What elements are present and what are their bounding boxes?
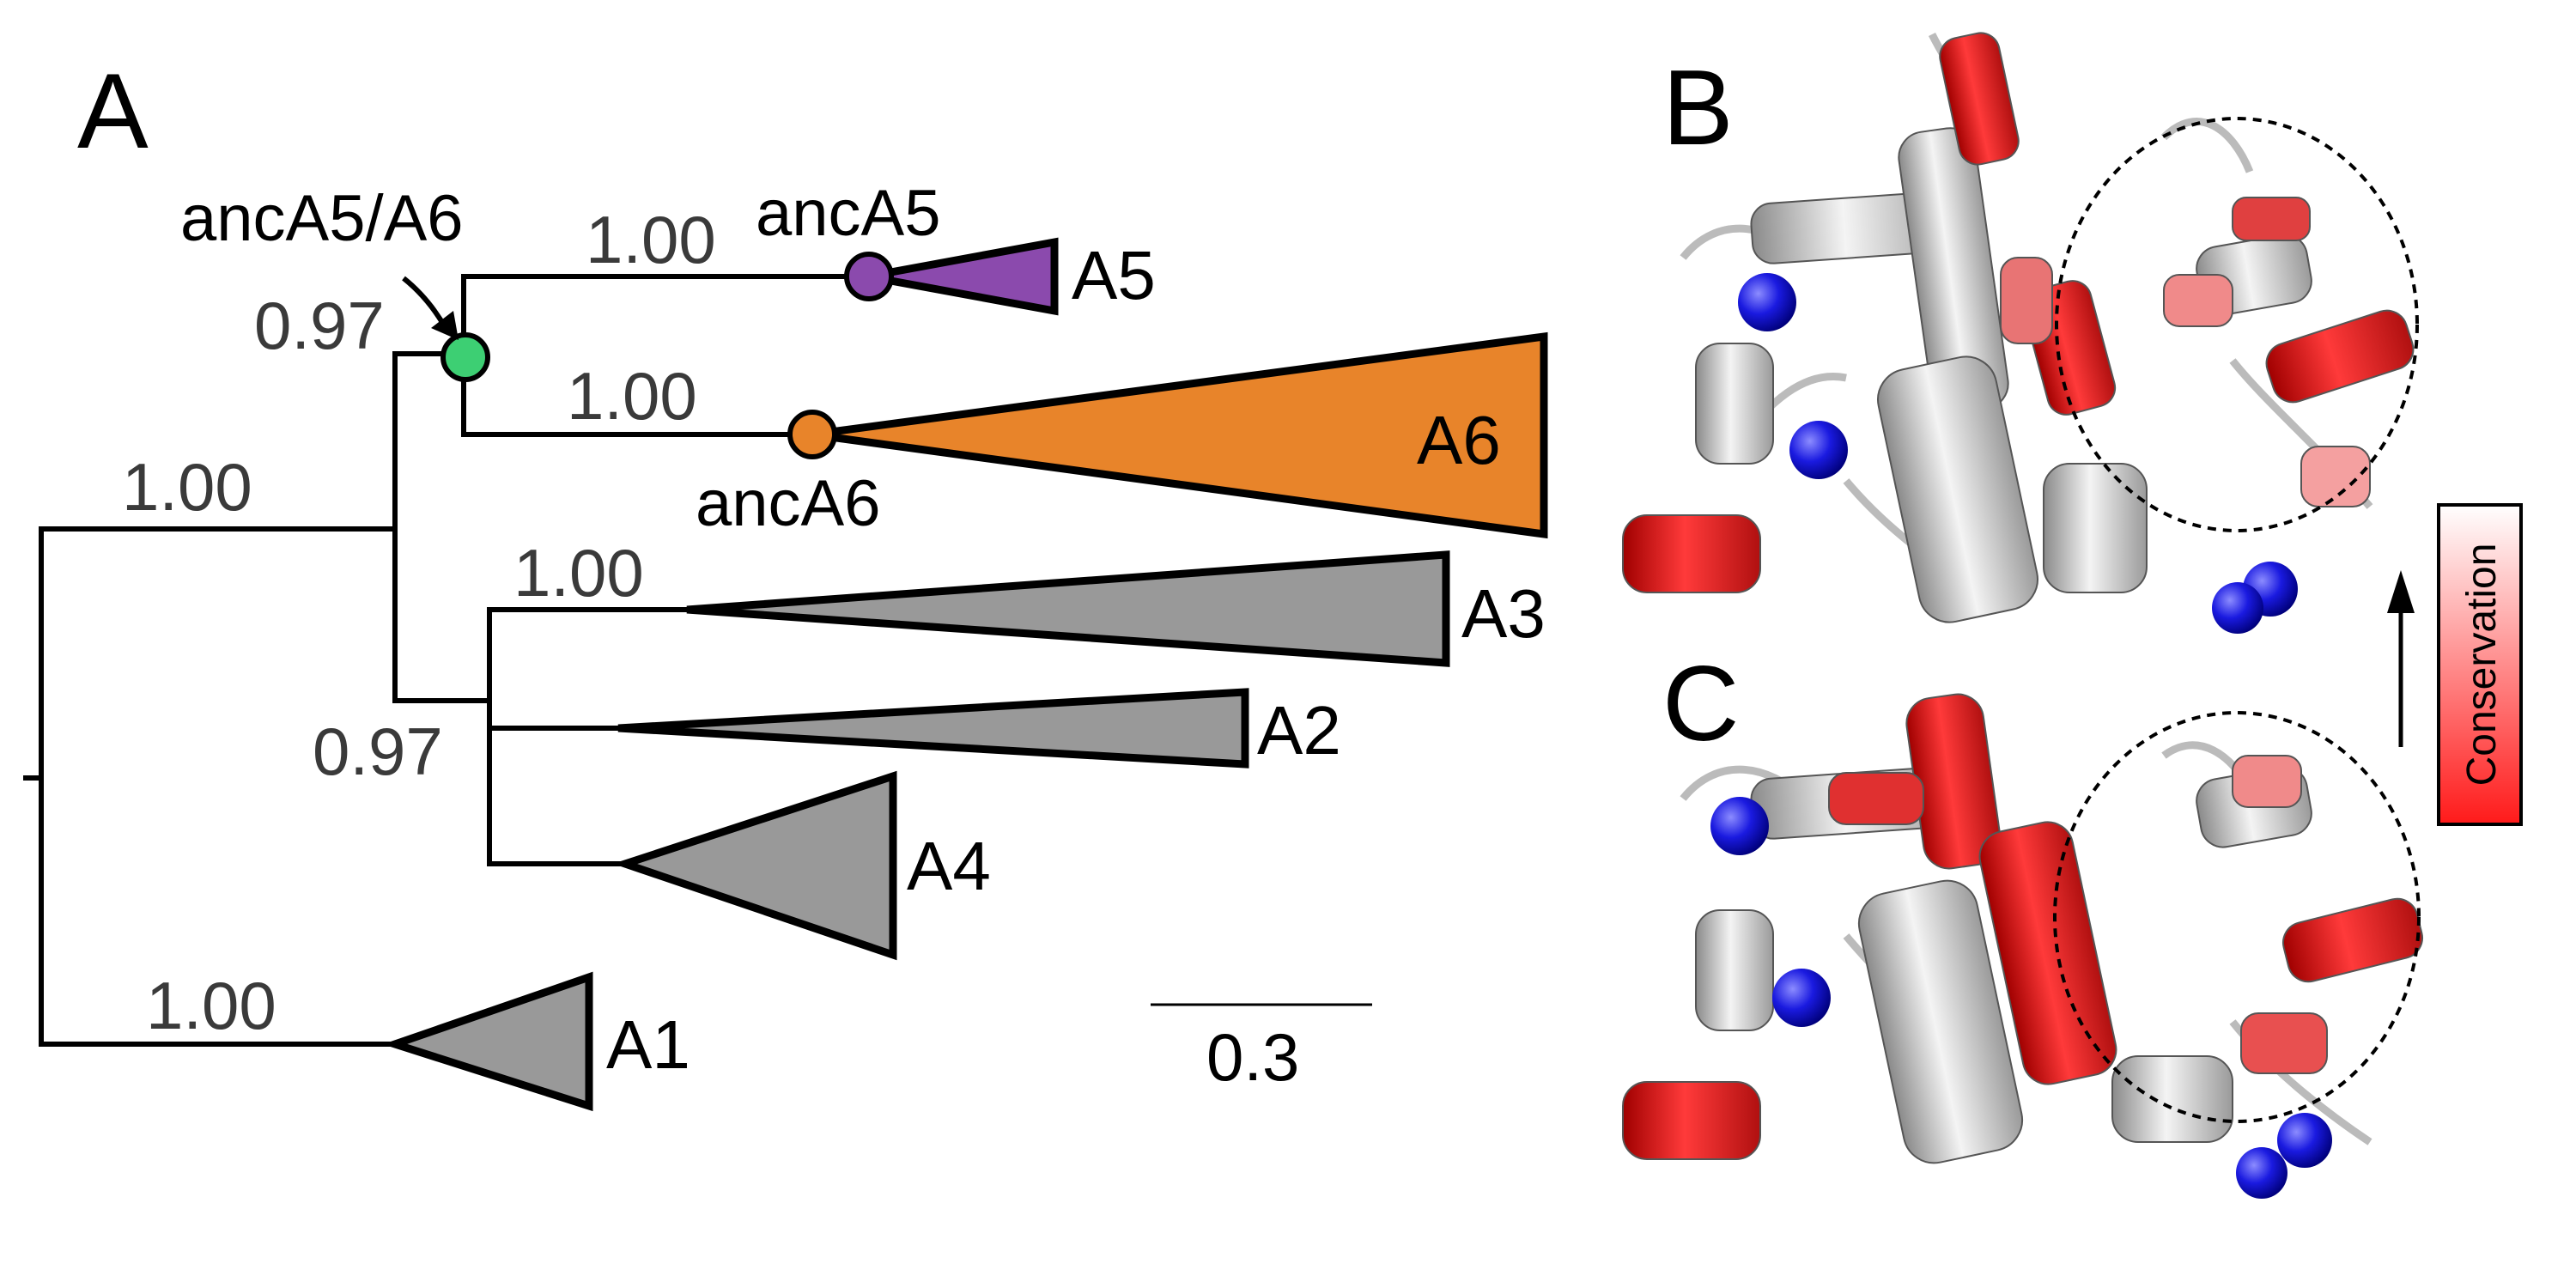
label-anc-a5-a6: ancA5/A6	[180, 182, 464, 255]
node-anc-a5	[844, 252, 894, 301]
panel-b-label: B	[1662, 49, 1734, 167]
panel-c-label: C	[1662, 645, 1740, 763]
ion-sphere-c-3	[2277, 1113, 2332, 1168]
panel-c-structure: C	[1622, 645, 2423, 1199]
protein-ribbon-b	[1622, 32, 2415, 623]
clade-a3-triangle	[686, 550, 1450, 667]
panel-b-structure: B	[1622, 32, 2419, 634]
anc-a5-a6-arrowhead	[431, 311, 459, 340]
support-a6: 1.00	[567, 358, 697, 434]
node-anc-a6	[787, 410, 837, 459]
support-a5-a6: 0.97	[254, 288, 385, 363]
clade-a2-triangle	[617, 688, 1249, 769]
conservation-label: Conservation	[2459, 544, 2505, 787]
highlight-circle-c	[2053, 711, 2421, 1123]
label-anc-a6: ancA6	[696, 467, 881, 540]
clade-a4-triangle	[612, 770, 897, 961]
label-clade-a2: A2	[1257, 692, 1341, 769]
ion-sphere-c-2	[1772, 969, 1831, 1027]
label-clade-a6: A6	[1417, 402, 1501, 478]
clade-a5-triangle	[866, 237, 1059, 316]
label-anc-a5: ancA5	[756, 177, 941, 250]
clade-a1-triangle	[382, 971, 593, 1112]
ion-sphere-b-4	[2212, 582, 2263, 634]
clade-a6-triangle	[811, 331, 1548, 539]
ion-sphere-b-1	[1738, 273, 1796, 331]
support-a5: 1.00	[586, 202, 716, 277]
label-clade-a4: A4	[907, 828, 991, 904]
conservation-gradient-bar	[2437, 503, 2523, 826]
label-clade-a3: A3	[1461, 575, 1546, 652]
ion-sphere-c-4	[2236, 1147, 2287, 1199]
conservation-legend: Conservation	[2387, 503, 2523, 826]
protein-ribbon-c	[1622, 693, 2423, 1164]
panel-a-label: A	[77, 52, 149, 171]
ion-sphere-c-1	[1710, 797, 1769, 855]
label-clade-a5: A5	[1072, 237, 1156, 313]
scale-bar-label: 0.3	[1206, 1019, 1299, 1095]
panel-a-tree: A 1.00	[23, 52, 1548, 1112]
support-root-upper: 1.00	[122, 449, 252, 525]
label-clade-a1: A1	[606, 1006, 690, 1083]
support-a3: 1.00	[513, 535, 644, 611]
ion-sphere-b-2	[1789, 421, 1848, 479]
highlight-circle-b	[2055, 117, 2419, 532]
support-a1: 1.00	[146, 968, 276, 1043]
support-a2-a3-a4: 0.97	[313, 714, 443, 789]
conservation-arrowhead	[2387, 570, 2415, 613]
node-anc-a5-a6	[440, 332, 490, 382]
